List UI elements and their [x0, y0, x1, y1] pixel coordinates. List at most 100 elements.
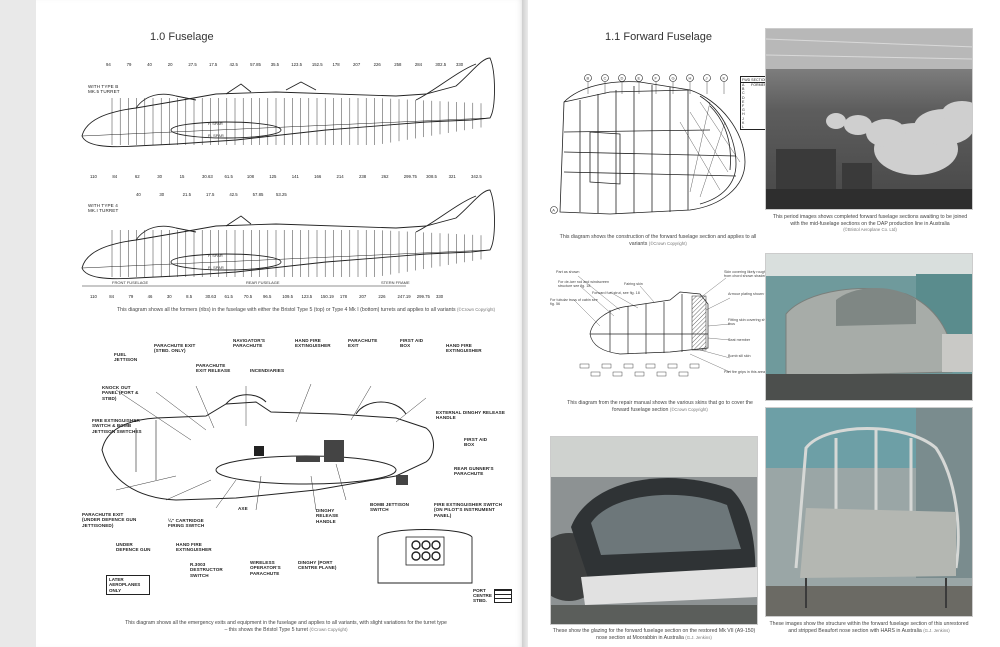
station-number: 258 [394, 62, 402, 67]
station-number: 330 [436, 294, 444, 299]
station-number: 40 [136, 192, 141, 197]
later-aeroplanes-box: LATER AEROPLANES ONLY [106, 575, 150, 596]
skin-tag [590, 371, 601, 377]
station-number: 84 [112, 174, 117, 179]
bomb-jettison-switch-label: BOMB JETTISON SWITCH [370, 502, 410, 513]
repair-label-right-3: Fitting skin covering shown thus [728, 318, 773, 327]
repair-label-right-6: Part fire grips in this area [724, 370, 765, 374]
lower-r-spar-label: R. SPAR [208, 265, 224, 270]
station-number: 321 [449, 174, 457, 179]
rear-fuselage-label: REAR FUSELAGE [246, 280, 280, 285]
station-number: 30 [159, 192, 164, 197]
station-number: 299.75 [417, 294, 431, 299]
rear-parachute-shape [396, 475, 408, 485]
station-number: 40 [147, 62, 152, 67]
station-number: 8.5 [186, 294, 193, 299]
production-line-photo [765, 28, 973, 210]
station-number: 57.85 [253, 192, 264, 197]
station-number: 166 [314, 174, 322, 179]
structure-caption: These images show the structure within t… [765, 621, 973, 634]
instrument-panel-inset [377, 529, 473, 584]
production-line-caption-text: This period images shows completed forwa… [772, 214, 968, 227]
legend-port: PORT [473, 588, 486, 593]
production-line-caption: This period images shows completed forwa… [768, 214, 972, 234]
stern-frame-label: STERN FRAME [381, 280, 410, 285]
frame-table-cell: B [742, 87, 745, 92]
structure-caption-credit: (G.J. Jenkins) [923, 627, 950, 633]
variant-lower-label: WITH TYPE 4 MK.I TURRET [88, 203, 119, 214]
under-defence-gun-label: UNDER DEFENCE GUN [116, 542, 151, 553]
fire-extinguisher-switch-label: FIRE EXTINGUISHER SWITCH & BOMB JETTISON… [92, 418, 142, 434]
page-title-forward-fuselage: 1.1 Forward Fuselage [605, 31, 712, 43]
frame-table-cell: A [742, 83, 745, 87]
station-number: 109.5 [282, 294, 293, 299]
legend-swatch [494, 589, 512, 603]
lower-former-lines [111, 230, 482, 277]
book-edge [0, 0, 36, 647]
repair-label-right-4: Seat member [728, 338, 751, 342]
station-number: 123.5 [301, 294, 312, 299]
first-aid-box-2-label: FIRST AID BOX [464, 437, 488, 448]
frame-table-cell: J [742, 116, 744, 121]
station-number: 79 [128, 294, 133, 299]
station-number: 79 [127, 62, 132, 67]
parachute-shape [254, 446, 264, 456]
frame-table-cell: D [742, 95, 745, 100]
dinghy-port-label: DINGHY (PORT CENTRE PLANE) [298, 560, 337, 571]
frame-letter: B [587, 76, 590, 81]
repair-label-left-1: Part as shown [556, 270, 580, 274]
glazing-photo [550, 436, 758, 625]
construction-caption: This diagram shows the construction of t… [558, 234, 758, 247]
construction-caption-text: This diagram shows the construction of t… [559, 234, 757, 247]
formers-caption: This diagram shows all the formers (ribs… [76, 307, 524, 314]
legend-stbd: STBD. [473, 598, 487, 603]
later-aeroplanes-text: LATER AEROPLANES ONLY [109, 577, 141, 593]
nose-structure-photo [765, 407, 973, 617]
skin-tag [667, 363, 678, 369]
station-number: 61.5 [224, 174, 233, 179]
parachute-exit-label: PARACHUTE EXIT [348, 338, 378, 349]
glazing-caption-text: These show the glazing for the forward f… [552, 628, 756, 641]
station-number: 15 [180, 174, 185, 179]
frame-table-cell: K [742, 120, 745, 125]
frame-letter: J [706, 76, 708, 81]
destructor-switch-label: R.3003 DESTRUCTOR SWITCH [190, 562, 223, 578]
hangar-nose-photo [765, 253, 973, 401]
repair-label-right-1: Skin covering likely roughly from chord … [724, 270, 769, 279]
emergency-equipment-diagram [101, 383, 434, 511]
station-number: 30 [167, 294, 172, 299]
upper-former-lines [111, 98, 482, 145]
station-number: 46 [148, 294, 153, 299]
upper-r-spar-label: R. SPAR [208, 133, 224, 138]
skin-tag [612, 371, 623, 377]
repair-label-right-2: Armour plating shown thus [728, 292, 772, 296]
frame-letter: G [672, 76, 675, 81]
station-number: 96.5 [263, 294, 272, 299]
station-number: 178 [340, 294, 348, 299]
knock-out-panel-label: KNOCK OUT PANEL (PORT & STBD) [102, 385, 139, 401]
station-number: 214 [337, 174, 345, 179]
equipment-caption-credit: (©Crown Copyright) [309, 626, 348, 632]
frame-a-marker [550, 206, 558, 214]
station-number: 42.5 [230, 62, 239, 67]
station-number: 247.19 [398, 294, 412, 299]
frame-letter: D [621, 76, 624, 81]
station-number: 53.25 [276, 192, 287, 197]
equipment-caption-line-1: This diagram shows all the emergency exi… [125, 620, 447, 626]
glazing-caption: These show the glazing for the forward f… [550, 628, 758, 641]
frame-table-title: FWD SECTION STA. [741, 77, 779, 83]
skin-tag [623, 363, 634, 369]
station-number: 207 [353, 62, 361, 67]
station-number: 42.5 [229, 192, 238, 197]
production-line-caption-credit: (©Bristol Aeroplane Co. Ltd) [843, 227, 897, 233]
station-number: 152.5 [312, 62, 323, 67]
skin-tag [678, 371, 689, 377]
station-number: 21.5 [183, 192, 192, 197]
